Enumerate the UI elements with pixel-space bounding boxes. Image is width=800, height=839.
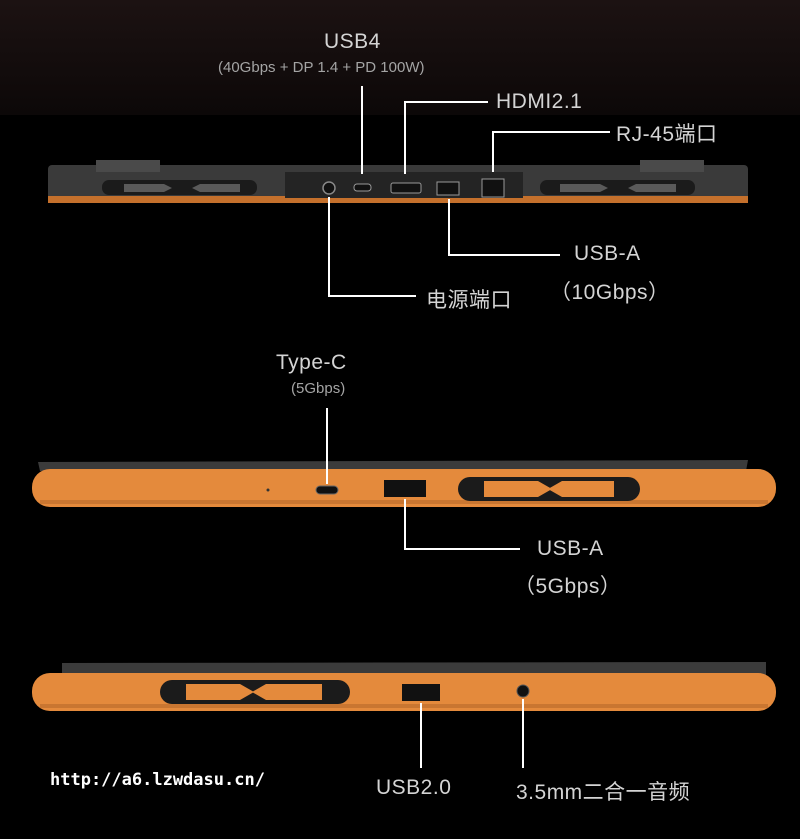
- back-vent-left: [102, 180, 257, 195]
- hdmi-leader: [404, 101, 488, 174]
- audio-title: 3.5mm二合一音频: [516, 781, 691, 804]
- laptop-back-view: [48, 86, 748, 297]
- left-usb-a-title: USB-A: [537, 537, 604, 560]
- left-usb-a-port: [384, 480, 426, 497]
- back-vent-right: [540, 180, 695, 195]
- type-c-port: [315, 485, 339, 495]
- back-usb-a-port: [436, 181, 460, 196]
- usb2-port: [402, 684, 440, 701]
- usb2-title: USB2.0: [376, 776, 452, 799]
- rj45-port: [481, 178, 505, 198]
- back-usb-a-title: USB-A: [574, 242, 641, 265]
- hdmi-port: [390, 182, 422, 194]
- usb4-title: USB4: [324, 30, 381, 53]
- laptop-left-side-view: [32, 408, 776, 550]
- power-leader: [328, 197, 416, 297]
- hdmi-title: HDMI2.1: [496, 90, 583, 113]
- type-c-title: Type-C: [276, 351, 347, 374]
- type-c-spec: (5Gbps): [291, 380, 346, 397]
- audio-jack: [516, 684, 530, 698]
- rj45-leader: [492, 131, 610, 172]
- top-background-band: [0, 0, 800, 115]
- power-port: [322, 181, 336, 195]
- usb4-spec: (40Gbps + DP 1.4 + PD 100W): [218, 59, 425, 76]
- watermark-url: http://a6.lzwdasu.cn/: [50, 770, 265, 790]
- rj45-title: RJ-45端口: [616, 123, 718, 146]
- laptop-right-side-view: [32, 662, 776, 768]
- right-vent: [160, 680, 350, 704]
- left-usb-a-spec: （5Gbps）: [514, 575, 622, 598]
- left-vent: [458, 477, 640, 501]
- left-usb-a-leader: [404, 499, 520, 550]
- power-title: 电源端口: [426, 289, 512, 312]
- usb4-port: [353, 183, 372, 192]
- usb-a-leader: [448, 199, 560, 256]
- back-usb-a-spec: （10Gbps）: [550, 281, 670, 304]
